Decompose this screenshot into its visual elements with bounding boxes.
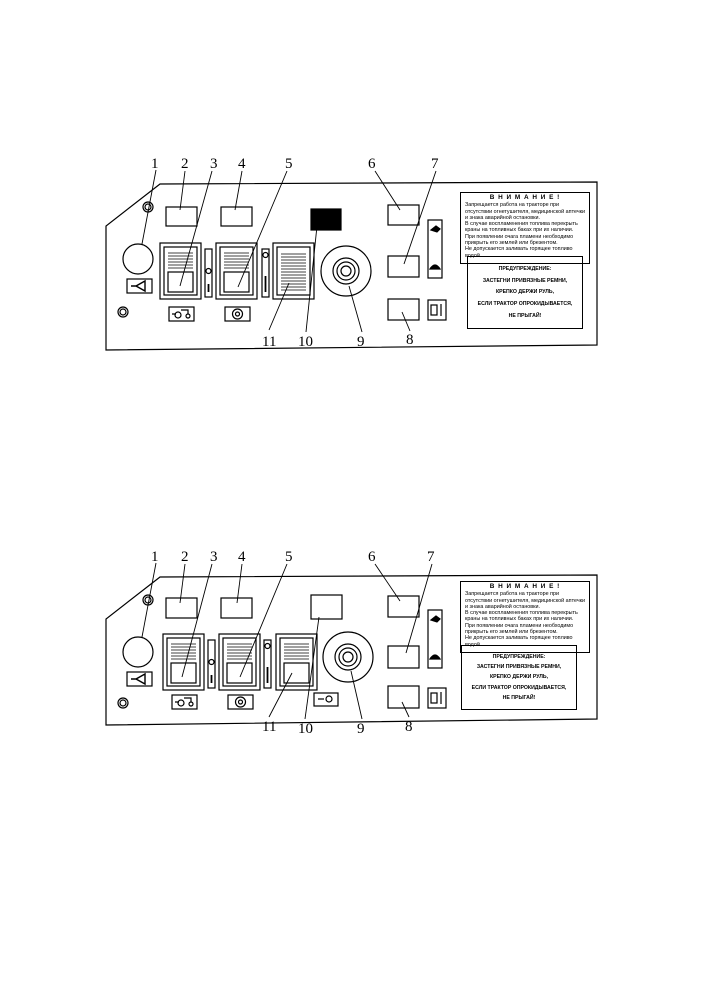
callout-1: 1: [151, 549, 159, 565]
warning-belt-label: ПРЕДУПРЕЖДЕНИЕ: ЗАСТЕГНИ ПРИВЯЗНЫЕ РЕМНИ…: [467, 256, 583, 329]
callout-10: 10: [298, 334, 313, 350]
warning-belt-line: НЕ ПРЫГАЙ!: [508, 313, 542, 320]
rocker-switch-5: [215, 242, 258, 300]
panel-drawing-bottom: [105, 562, 598, 726]
callout-4: 4: [238, 549, 246, 565]
pto-icon: [224, 306, 251, 322]
fuel-pump-icon: [427, 299, 447, 321]
horn-icon: [126, 671, 153, 687]
warning-main-line: В случае воспламенения топлива перекрыть: [465, 221, 578, 228]
callout-5: 5: [285, 549, 293, 565]
callout-8: 8: [406, 332, 414, 348]
turtle-icon: [428, 654, 442, 660]
lamp-4: [220, 597, 253, 619]
tractor-icon: [168, 306, 195, 322]
callout-7: 7: [431, 156, 439, 172]
warning-main-title: В Н И М А Н И Е !: [489, 194, 561, 201]
warning-main-label: В Н И М А Н И Е ! Запрещается работа на …: [460, 192, 590, 264]
warning-main-line: и знака аварийной остановки.: [465, 603, 541, 610]
trailer-icon: [313, 692, 339, 707]
callout-3: 3: [210, 549, 218, 565]
rocker-switch-11: [272, 242, 315, 300]
warning-main-line: При появлении очага пламени необходимо: [465, 233, 574, 240]
round-button: [122, 243, 154, 275]
warning-main-line: краны на топливных баках при их наличии.: [465, 616, 574, 623]
lamp-2: [165, 597, 198, 619]
mount-hole: [117, 306, 129, 318]
display-10: [310, 208, 342, 231]
warning-main-line: краны на топливных баках при их наличии.: [465, 227, 574, 234]
lamp-8: [387, 298, 420, 321]
rocker-switch-5: [218, 633, 261, 691]
fuel-pump-icon: [427, 687, 447, 709]
joystick-9: [320, 245, 372, 297]
warning-main-line: Не допускается заливать горящее топливо: [465, 246, 573, 253]
control-panel-bottom: 1 2 3 4 5 6 7 8 9 10 11 В Н И М А Н И Е …: [0, 545, 706, 745]
warning-main-line: При появлении очага пламени необходимо: [465, 622, 574, 629]
warning-belt-line: ЕСЛИ ТРАКТОР ОПРОКИДЫВАЕТСЯ,: [477, 301, 573, 308]
pto-icon: [227, 694, 254, 710]
callout-9: 9: [357, 334, 365, 350]
lamp-10: [310, 594, 343, 620]
rocker-switch-3: [162, 633, 205, 691]
lamp-2: [165, 206, 198, 227]
warning-belt-line: КРЕПКО ДЕРЖИ РУЛЬ,: [495, 289, 555, 296]
panel-outline: [105, 574, 598, 726]
warning-main-line: отсутствии огнетушителя, медицинской апт…: [465, 208, 586, 215]
tractor-icon: [171, 694, 198, 710]
rabbit-icon: [429, 225, 441, 233]
lamp-4: [220, 206, 253, 227]
warning-belt-label: ПРЕДУПРЕЖДЕНИЕ: ЗАСТЕГНИ ПРИВЯЗНЫЕ РЕМНИ…: [461, 645, 577, 710]
panel-drawing-top: [105, 169, 598, 351]
lamp-8: [387, 685, 420, 709]
callout-11: 11: [262, 334, 277, 350]
callout-10: 10: [298, 721, 313, 737]
callout-2: 2: [181, 549, 189, 565]
round-button: [122, 636, 154, 668]
warning-main-line: отсутствии огнетушителя, медицинской апт…: [465, 597, 586, 604]
warning-belt-line: ЗАСТЕГНИ ПРИВЯЗНЫЕ РЕМНИ,: [476, 664, 562, 671]
warning-main-line: и знака аварийной остановки.: [465, 214, 541, 221]
panel-outline: [105, 181, 598, 351]
warning-main-label: В Н И М А Н И Е ! Запрещается работа на …: [460, 581, 590, 653]
warning-belt-line: ЗАСТЕГНИ ПРИВЯЗНЫЕ РЕМНИ,: [482, 277, 568, 284]
lamp-6: [387, 204, 420, 226]
callout-4: 4: [238, 156, 246, 172]
warning-main-line: Не допускается заливать горящее топливо: [465, 635, 573, 642]
callout-9: 9: [357, 721, 365, 737]
control-panel-top: 1 2 3 4 5 6 7 8 9 10 11 В Н И М А Н И Е …: [0, 152, 706, 352]
callout-3: 3: [210, 156, 218, 172]
joystick-9: [322, 631, 374, 683]
rocker-switch-3: [159, 242, 202, 300]
callout-2: 2: [181, 156, 189, 172]
warning-belt-title: ПРЕДУПРЕЖДЕНИЕ:: [498, 265, 552, 272]
callout-6: 6: [368, 549, 376, 565]
lamp-7: [387, 255, 420, 278]
warning-main-title: В Н И М А Н И Е !: [489, 583, 561, 590]
warning-main-line: прикрыть его землей или брезентом.: [465, 240, 558, 247]
warning-belt-line: ЕСЛИ ТРАКТОР ОПРОКИДЫВАЕТСЯ,: [471, 684, 567, 691]
warning-belt-title: ПРЕДУПРЕЖДЕНИЕ:: [492, 654, 546, 661]
warning-main-line: Запрещается работа на тракторе при: [465, 202, 559, 209]
warning-main-line: водой.: [465, 252, 482, 259]
lamp-6: [387, 595, 420, 618]
rabbit-icon: [429, 615, 441, 623]
callout-5: 5: [285, 156, 293, 172]
lamp-7: [387, 645, 420, 669]
warning-belt-line: НЕ ПРЫГАЙ!: [502, 694, 536, 701]
callout-6: 6: [368, 156, 376, 172]
warning-main-line: Запрещается работа на тракторе при: [465, 591, 559, 598]
mount-hole: [117, 697, 129, 709]
warning-main-line: В случае воспламенения топлива перекрыть: [465, 610, 578, 617]
turtle-icon: [428, 264, 442, 270]
warning-main-line: прикрыть его землей или брезентом.: [465, 629, 558, 636]
callout-11: 11: [262, 719, 277, 735]
rocker-switch-11: [275, 633, 318, 691]
warning-main-line: водой.: [465, 641, 482, 648]
callout-8: 8: [405, 719, 413, 735]
horn-icon: [126, 278, 153, 294]
warning-belt-line: КРЕПКО ДЕРЖИ РУЛЬ,: [489, 674, 549, 681]
callout-7: 7: [427, 549, 435, 565]
callout-1: 1: [151, 156, 159, 172]
